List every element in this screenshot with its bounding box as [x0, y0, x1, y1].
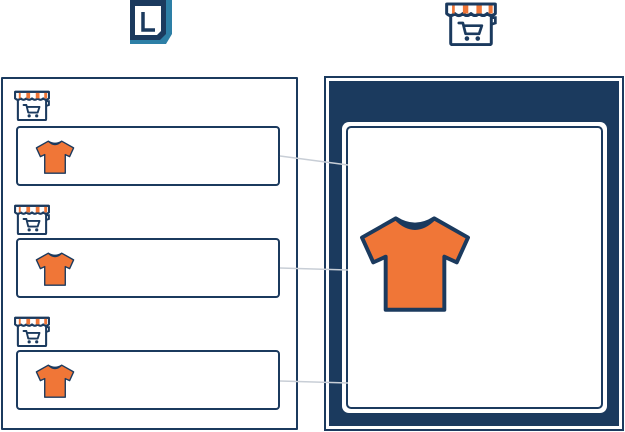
connector-line [279, 380, 349, 384]
l-logo-icon [128, 0, 174, 44]
product-row[interactable] [16, 238, 280, 298]
product-row[interactable] [16, 350, 280, 410]
featured-product-card-border[interactable] [346, 126, 603, 409]
connector-line [279, 155, 349, 166]
product-row[interactable] [16, 126, 280, 186]
connector-line [279, 267, 349, 271]
